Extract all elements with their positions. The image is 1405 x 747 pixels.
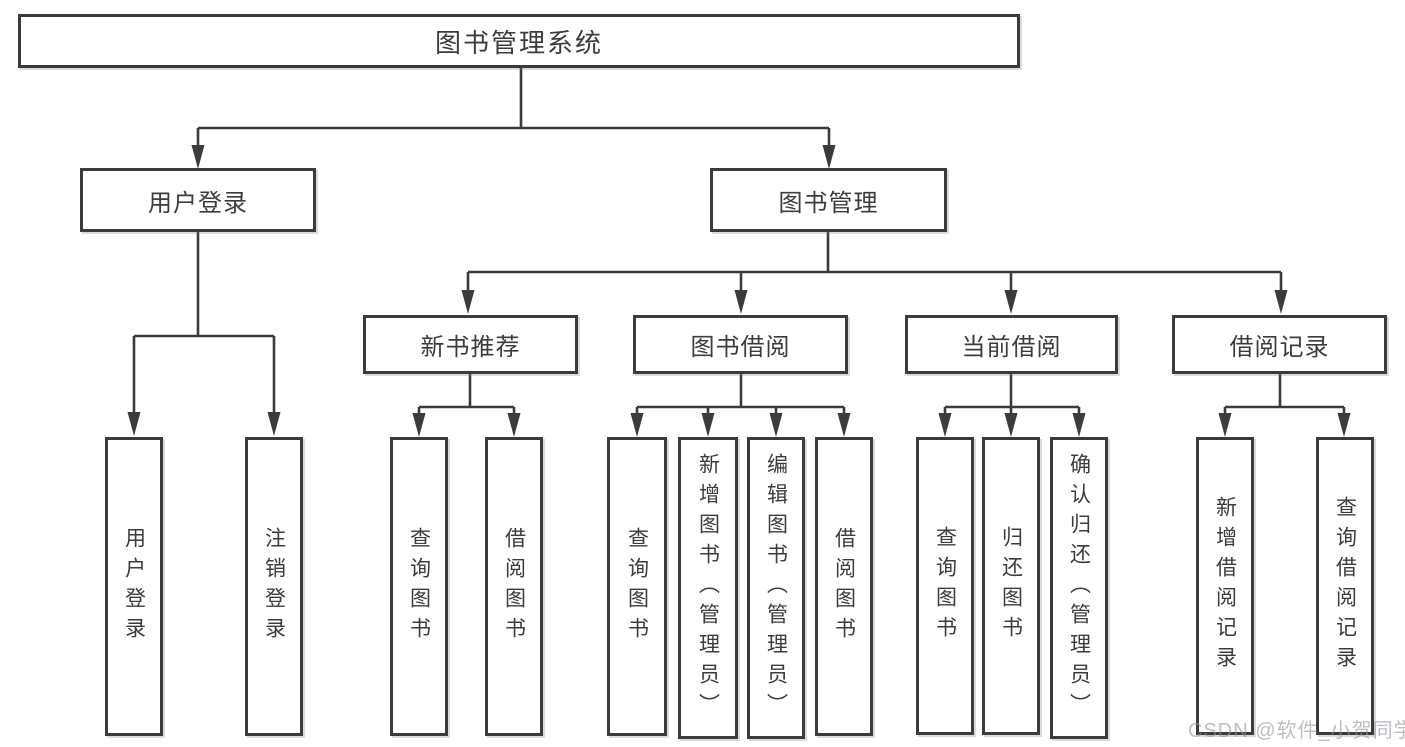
node-logout: 注销登录 (245, 437, 303, 736)
node-add-books-admin: 新增图书（管理员） (678, 437, 738, 739)
node-label: 图书管理 (778, 189, 879, 217)
node-edit-books-admin: 编辑图书（管理员） (747, 437, 805, 739)
node-query-borrow-record: 查询借阅记录 (1316, 437, 1374, 735)
node-label: 注销登录 (262, 526, 286, 647)
node-user-login-action: 用户登录 (105, 437, 163, 736)
node-library-system-root: 图书管理系统 (18, 14, 1020, 68)
node-label: 编辑图书（管理员） (764, 453, 788, 723)
node-label: 归还图书 (999, 526, 1023, 646)
node-label: 查询图书 (407, 526, 431, 647)
node-label: 用户登录 (122, 526, 146, 647)
node-borrow-books-recommend: 借阅图书 (485, 437, 543, 736)
node-label: 新书推荐 (420, 334, 521, 361)
node-label: 查询借阅记录 (1333, 496, 1357, 676)
node-label: 借阅图书 (502, 526, 526, 647)
node-label: 新增图书（管理员） (696, 453, 720, 723)
node-label: 当前借阅 (961, 334, 1062, 361)
node-add-borrow-record: 新增借阅记录 (1196, 437, 1254, 735)
node-return-books: 归还图书 (982, 437, 1040, 735)
node-label: 图书管理系统 (434, 27, 603, 58)
csdn-watermark: CSDN @软件_小贺同学 (1188, 720, 1405, 742)
node-query-books-current: 查询图书 (916, 437, 974, 735)
node-label: 查询图书 (625, 526, 649, 647)
node-borrow-records: 借阅记录 (1172, 315, 1387, 374)
node-label: 借阅图书 (832, 526, 856, 647)
node-new-book-recommend: 新书推荐 (363, 315, 578, 374)
node-user-login: 用户登录 (80, 168, 316, 232)
node-confirm-return-admin: 确认归还（管理员） (1050, 437, 1108, 739)
node-query-books-recommend: 查询图书 (390, 437, 448, 736)
node-label: 新增借阅记录 (1213, 496, 1237, 676)
node-book-management: 图书管理 (710, 168, 947, 232)
node-label: 用户登录 (148, 189, 248, 217)
node-label: 图书借阅 (690, 334, 791, 361)
node-label: 查询图书 (933, 526, 957, 646)
node-borrow-books-action: 借阅图书 (815, 437, 873, 736)
node-label: 借阅记录 (1229, 334, 1330, 361)
node-query-books-borrow: 查询图书 (607, 437, 667, 736)
node-book-borrowing: 图书借阅 (633, 315, 848, 374)
node-label: 确认归还（管理员） (1067, 453, 1091, 723)
node-current-borrowing: 当前借阅 (905, 315, 1118, 374)
